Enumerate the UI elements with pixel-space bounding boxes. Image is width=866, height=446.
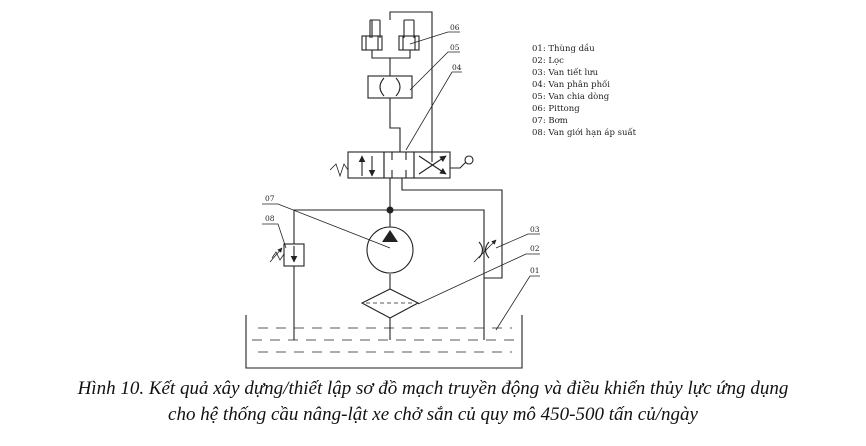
callout-06: 06: [450, 23, 460, 32]
pump: [366, 226, 414, 274]
directional-control-valve: [329, 151, 474, 179]
legend-item: 01: Thùng dầu: [532, 43, 595, 54]
figure-caption: Hình 10. Kết quả xây dựng/thiết lập sơ đ…: [0, 376, 866, 428]
caption-line-2: cho hệ thống cầu nâng-lật xe chở sắn củ …: [168, 404, 698, 425]
oil-tank: [245, 315, 523, 369]
legend: 01: Thùng dầu 02: Lọc 03: Van tiết lưu 0…: [532, 43, 637, 138]
piston-cylinders: [361, 11, 433, 162]
flow-divider-valve: [367, 58, 413, 152]
legend-item: 05: Van chia dòng: [532, 91, 610, 102]
callout-01: 01: [530, 266, 540, 275]
filter: [360, 288, 420, 319]
callout-07: 07: [265, 194, 275, 203]
caption-line-1: Hình 10. Kết quả xây dựng/thiết lập sơ đ…: [77, 378, 789, 399]
legend-item: 02: Lọc: [532, 56, 564, 66]
hydraulic-lines: [293, 178, 503, 340]
callout-leaders: [262, 31, 540, 331]
callout-08: 08: [265, 214, 275, 223]
callout-05: 05: [450, 43, 460, 52]
callout-02: 02: [530, 244, 540, 253]
hydraulic-circuit-diagram: 06 05 04 07 08 03 02 01 01: Thùng dầu 02…: [245, 11, 637, 369]
legend-item: 08: Van giới hạn áp suất: [532, 127, 637, 138]
legend-item: 07: Bơm: [532, 116, 568, 126]
callout-03: 03: [530, 225, 540, 234]
legend-item: 06: Pittong: [532, 104, 580, 114]
legend-item: 03: Van tiết lưu: [532, 67, 599, 78]
legend-item: 04: Van phân phối: [532, 79, 610, 90]
throttle-valve: [473, 239, 497, 263]
pressure-relief-valve: [269, 243, 305, 267]
callout-04: 04: [452, 63, 462, 72]
